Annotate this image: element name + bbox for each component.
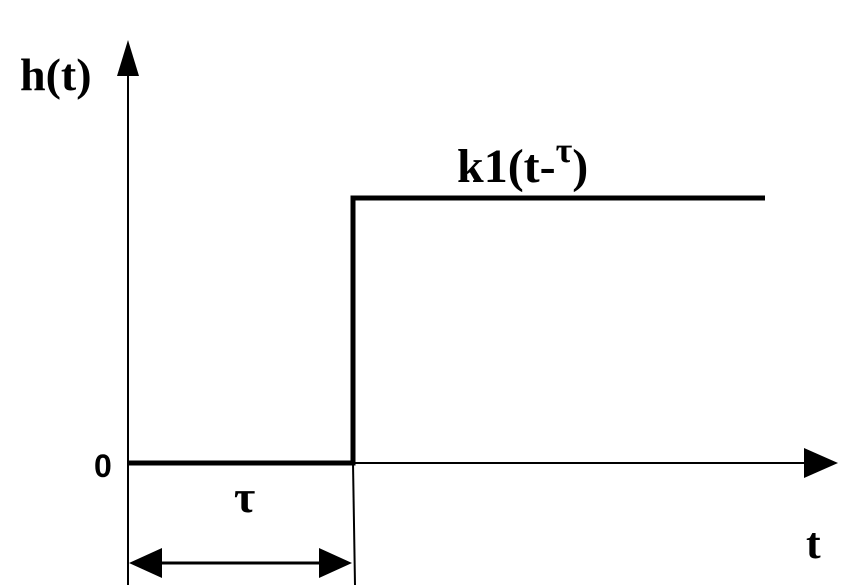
x-axis-arrow-icon	[804, 448, 838, 478]
origin-label: 0	[94, 448, 112, 484]
step-curve	[128, 195, 765, 466]
delay-label: τ	[234, 471, 255, 522]
delay-marker-line	[352, 462, 356, 586]
curve-label-close: )	[572, 140, 588, 193]
curve-label-sup: τ	[556, 130, 573, 170]
curve-label-main: k1(t-	[457, 140, 556, 193]
y-axis-label: h(t)	[20, 49, 92, 100]
curve-label: k1(t-τ)	[457, 130, 588, 193]
x-axis-label: t	[806, 519, 821, 568]
dimension-arrow-right-icon	[319, 548, 352, 578]
y-axis-arrow-icon	[117, 40, 139, 76]
dimension-arrow-left-icon	[129, 548, 162, 578]
